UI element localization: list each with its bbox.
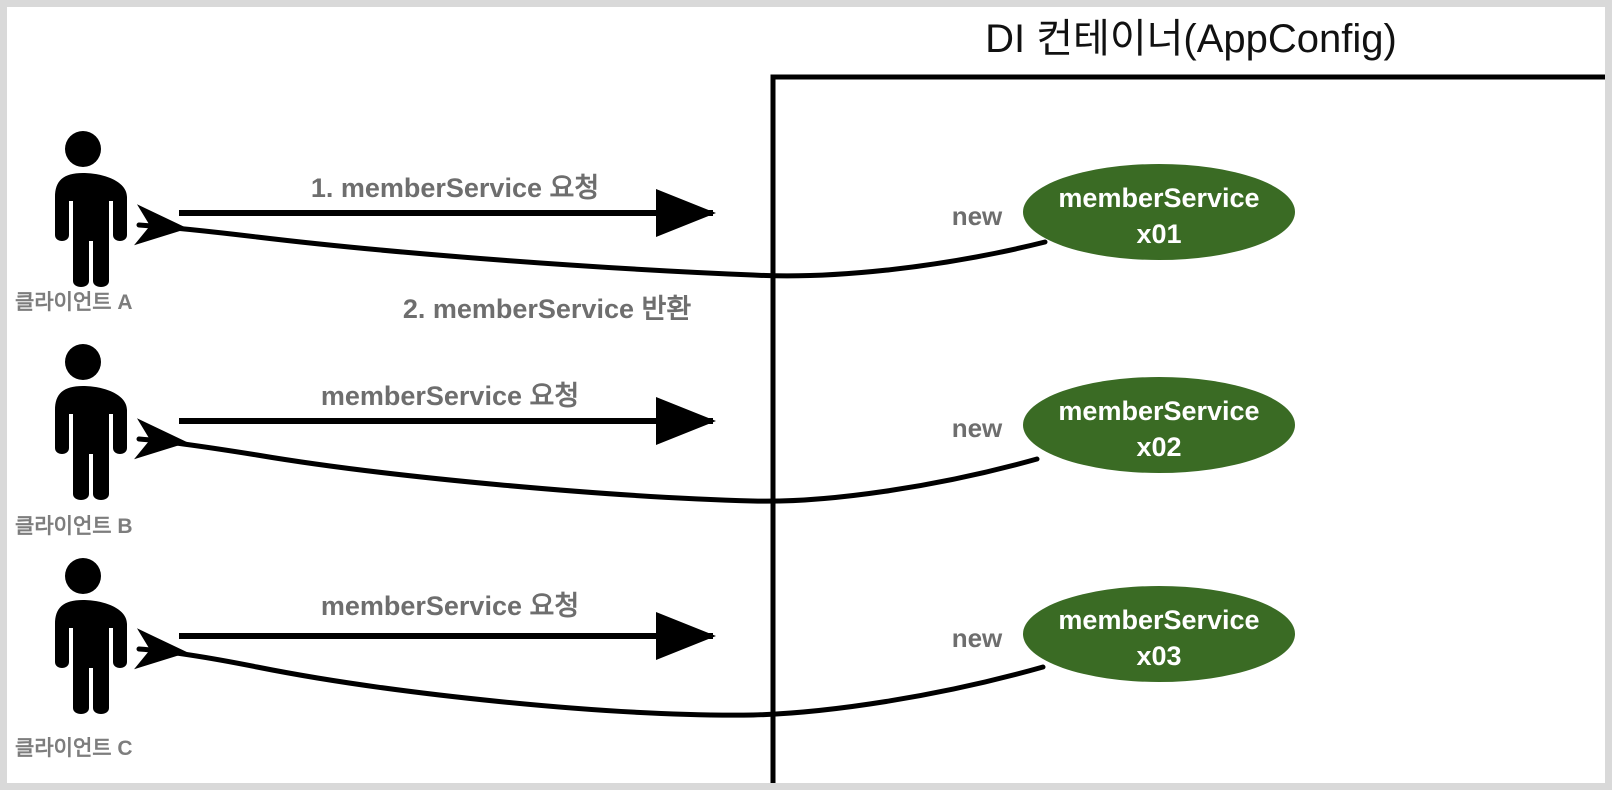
bean-ellipse-a	[1023, 164, 1295, 260]
client-c-figure	[55, 558, 127, 714]
bean-b-line1: memberService	[1058, 396, 1259, 426]
bean-node-a: memberService x01	[1023, 164, 1295, 260]
bean-c-line2: x03	[1136, 641, 1181, 671]
return-arrow-c	[134, 628, 1046, 718]
bean-c-line1: memberService	[1058, 605, 1259, 635]
person-icon	[55, 558, 127, 714]
bean-node-b: memberService x02	[1023, 377, 1295, 473]
return-label-a: 2. memberService 반환	[403, 294, 691, 324]
client-b-label: 클라이언트 B	[15, 515, 133, 538]
person-icon	[55, 131, 127, 287]
client-a-figure	[55, 131, 127, 287]
new-label-b: new	[952, 413, 1003, 443]
bean-b-line2: x02	[1136, 432, 1181, 462]
return-arrow-a	[134, 204, 1048, 279]
container-title: DI 컨테이너(AppConfig)	[985, 17, 1397, 61]
request-label-a: 1. memberService 요청	[311, 173, 599, 203]
bean-node-c: memberService x03	[1023, 586, 1295, 682]
client-a-label: 클라이언트 A	[15, 291, 133, 314]
person-icon	[55, 344, 127, 500]
client-c-label: 클라이언트 C	[15, 737, 133, 760]
client-row-b: 클라이언트 B memberService 요청 new memberServi…	[15, 344, 1295, 538]
client-row-c: 클라이언트 C memberService 요청 new memberServi…	[15, 558, 1295, 760]
request-label-c: memberService 요청	[321, 591, 579, 621]
bean-ellipse-c	[1023, 586, 1295, 682]
di-container-box	[770, 74, 1605, 783]
client-row-a: 클라이언트 A 1. memberService 요청 2. memberSer…	[15, 131, 1295, 324]
new-label-c: new	[952, 623, 1003, 653]
client-b-figure	[55, 344, 127, 500]
bean-ellipse-b	[1023, 377, 1295, 473]
return-arrow-b	[134, 418, 1040, 504]
bean-a-line2: x01	[1136, 219, 1181, 249]
di-container-diagram: DI 컨테이너(AppConfig) 클라이언트 A 1. memberServ…	[15, 17, 1605, 783]
request-label-b: memberService 요청	[321, 381, 579, 411]
bean-a-line1: memberService	[1058, 183, 1259, 213]
new-label-a: new	[952, 201, 1003, 231]
